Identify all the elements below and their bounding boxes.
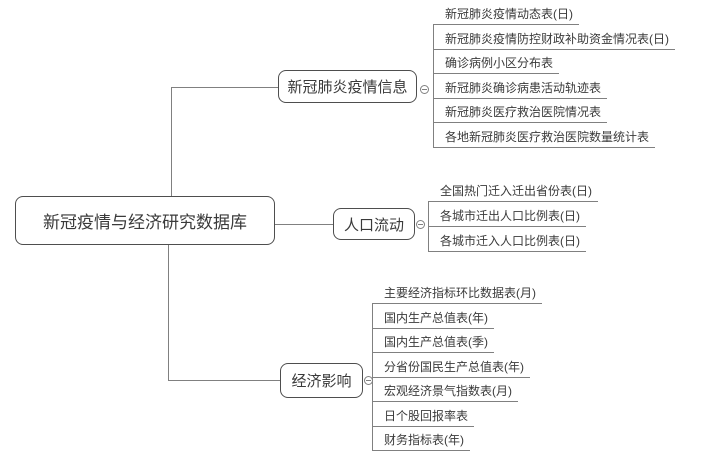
leaf-node[interactable]: 新冠肺炎疫情防控财政补助资金情况表(日) xyxy=(433,30,675,50)
branch-node-epidemic-info[interactable]: 新冠肺炎疫情信息 xyxy=(278,70,417,103)
connector-line xyxy=(171,87,172,196)
connector-line xyxy=(171,87,278,88)
connector-line xyxy=(168,380,280,381)
branch-node-population-flow[interactable]: 人口流动 xyxy=(333,208,415,240)
leaf-node[interactable]: 主要经济指标环比数据表(月) xyxy=(372,284,542,304)
connector-line xyxy=(275,224,333,225)
leaf-node[interactable]: 新冠肺炎疫情动态表(日) xyxy=(433,5,579,25)
leaf-node[interactable]: 宏观经济景气指数表(月) xyxy=(372,382,518,402)
leaf-node[interactable]: 新冠肺炎确诊病患活动轨迹表 xyxy=(433,79,608,99)
collapse-minus-icon[interactable] xyxy=(420,85,429,94)
leaf-node[interactable]: 各地新冠肺炎医疗救治医院数量统计表 xyxy=(433,128,656,148)
branch-node-label: 新冠肺炎疫情信息 xyxy=(287,79,408,96)
leaf-node[interactable]: 日个股回报率表 xyxy=(372,407,475,427)
connector-line xyxy=(433,24,434,147)
leaf-node[interactable]: 国内生产总值表(季) xyxy=(372,333,494,353)
leaf-node[interactable]: 全国热门迁入迁出省份表(日) xyxy=(428,182,598,202)
branch-node-economic-impact[interactable]: 经济影响 xyxy=(280,363,363,398)
leaf-node[interactable]: 财务指标表(年) xyxy=(372,431,470,451)
root-node-label: 新冠疫情与经济研究数据库 xyxy=(43,213,247,232)
branch-node-label: 人口流动 xyxy=(343,216,404,234)
leaf-node[interactable]: 新冠肺炎医疗救治医院情况表 xyxy=(433,103,608,123)
root-node[interactable]: 新冠疫情与经济研究数据库 xyxy=(15,196,275,245)
connector-line xyxy=(168,245,169,380)
leaf-node[interactable]: 分省份国民生产总值表(年) xyxy=(372,358,530,378)
connector-line xyxy=(372,303,373,450)
leaf-node[interactable]: 各城市迁入人口比例表(日) xyxy=(428,232,586,252)
leaf-node[interactable]: 确诊病例小区分布表 xyxy=(433,54,560,74)
collapse-minus-icon[interactable] xyxy=(364,376,373,385)
leaf-node[interactable]: 国内生产总值表(年) xyxy=(372,309,494,329)
collapse-minus-icon[interactable] xyxy=(416,220,425,229)
branch-node-label: 经济影响 xyxy=(291,373,352,390)
leaf-node[interactable]: 各城市迁出人口比例表(日) xyxy=(428,207,586,227)
